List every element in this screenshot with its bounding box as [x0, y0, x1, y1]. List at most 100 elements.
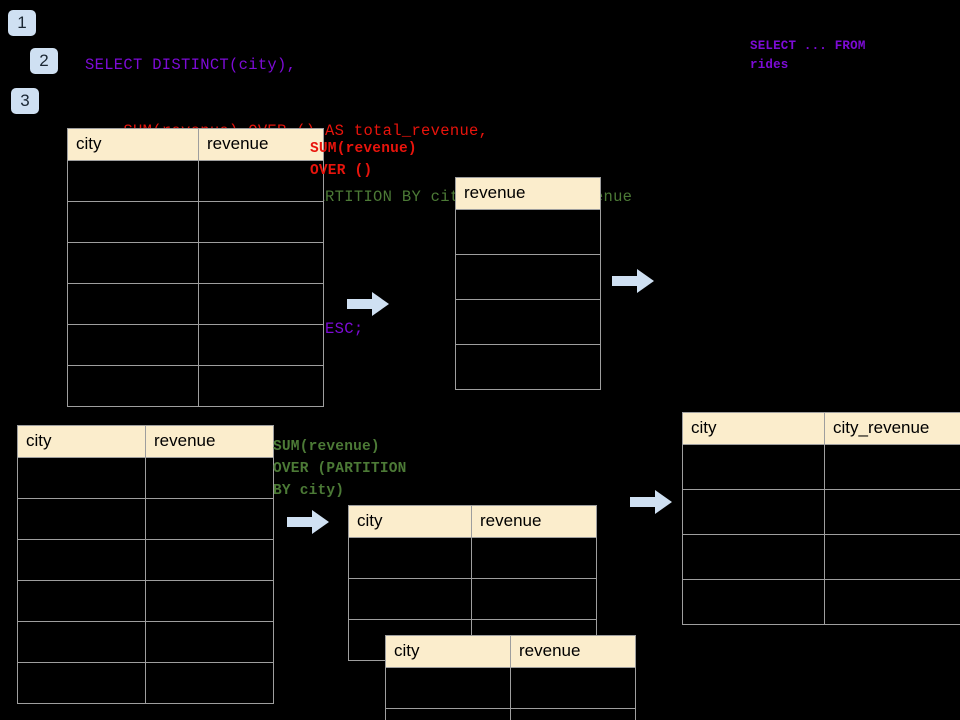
table-header-row: city revenue [348, 505, 597, 538]
partition-group-table-back: city revenue [348, 505, 597, 661]
cell-revenue [145, 662, 274, 704]
table-header-row: city revenue [385, 635, 636, 668]
city-revenue-annotation: SUM(revenue) OVER (PARTITION BY city) [273, 439, 407, 499]
column-header-city: city [67, 128, 199, 161]
table-row [17, 457, 274, 499]
table-row [455, 254, 601, 300]
arrow-city-to-result-icon [628, 488, 674, 518]
table-row [17, 621, 274, 663]
cell-revenue [145, 539, 274, 581]
table-row [67, 324, 324, 366]
cell-revenue [145, 457, 274, 499]
table-row [385, 667, 636, 709]
table-row [67, 283, 324, 325]
step-badge-2[interactable]: 2 [30, 48, 58, 74]
table-row [385, 708, 636, 720]
cell-city [348, 537, 472, 579]
table-row [682, 534, 960, 580]
column-header-city: city [348, 505, 472, 538]
step-badge-3[interactable]: 3 [11, 88, 39, 114]
table-row [348, 578, 597, 620]
cell-revenue [145, 498, 274, 540]
cell-city [67, 201, 199, 243]
column-header-revenue: revenue [471, 505, 597, 538]
table-row [455, 209, 601, 255]
cell-city [67, 283, 199, 325]
source-table-bottom: city revenue [17, 425, 274, 704]
cell-city [17, 580, 146, 622]
cell-revenue [198, 365, 324, 407]
column-header-city: city [682, 412, 825, 445]
cell-revenue [198, 324, 324, 366]
table-row [67, 201, 324, 243]
table-header-row: city city_revenue [682, 412, 960, 445]
cell-revenue [455, 209, 601, 255]
table-row [17, 539, 274, 581]
cell-revenue [198, 242, 324, 284]
table-row [682, 579, 960, 625]
sql-line-select: SELECT DISTINCT(city), [85, 56, 297, 74]
column-header-city: city [385, 635, 511, 668]
table-row [67, 365, 324, 407]
cell-city [682, 489, 825, 535]
table-header-row: revenue [455, 177, 601, 210]
partition-group-table-front: city revenue [385, 635, 636, 720]
cell-city-revenue [824, 444, 960, 490]
cell-revenue [198, 201, 324, 243]
result-table: city city_revenue [682, 412, 960, 625]
cell-city [17, 457, 146, 499]
cell-city [67, 324, 199, 366]
select-from-rides-note: SELECT ... FROM rides [750, 39, 866, 72]
cell-city [682, 444, 825, 490]
table-row [682, 489, 960, 535]
table-row [17, 662, 274, 704]
cell-revenue [455, 344, 601, 390]
cell-city-revenue [824, 579, 960, 625]
cell-revenue [510, 708, 636, 720]
table-row [455, 299, 601, 345]
table-row [67, 160, 324, 202]
cell-revenue [198, 283, 324, 325]
cell-revenue [198, 160, 324, 202]
table-row [17, 498, 274, 540]
cell-revenue [471, 537, 597, 579]
cell-city [17, 662, 146, 704]
column-header-revenue: revenue [455, 177, 601, 210]
column-header-city: city [17, 425, 146, 458]
total-revenue-annotation: SUM(revenue) OVER () [310, 141, 417, 179]
cell-city [17, 539, 146, 581]
column-header-city-revenue: city_revenue [824, 412, 960, 445]
table-row [348, 537, 597, 579]
column-header-revenue: revenue [145, 425, 274, 458]
column-header-revenue: revenue [510, 635, 636, 668]
arrow-total-to-result-icon [610, 267, 656, 297]
cell-city [348, 578, 472, 620]
arrow-source-to-city-icon [285, 508, 331, 538]
cell-revenue [510, 667, 636, 709]
total-revenue-table: revenue [455, 177, 601, 390]
cell-city [17, 621, 146, 663]
cell-revenue [455, 254, 601, 300]
cell-city [67, 160, 199, 202]
table-header-row: city revenue [17, 425, 274, 458]
cell-city [682, 579, 825, 625]
cell-city [385, 667, 511, 709]
cell-revenue [145, 580, 274, 622]
cell-city [17, 498, 146, 540]
cell-revenue [471, 578, 597, 620]
column-header-revenue: revenue [198, 128, 324, 161]
cell-city [67, 242, 199, 284]
cell-city [67, 365, 199, 407]
step-badge-1[interactable]: 1 [8, 10, 36, 36]
cell-revenue [455, 299, 601, 345]
table-row [455, 344, 601, 390]
arrow-source-to-total-icon [345, 290, 391, 320]
cell-city-revenue [824, 534, 960, 580]
cell-city [385, 708, 511, 720]
source-table-top: city revenue [67, 128, 324, 407]
table-row [67, 242, 324, 284]
table-row [682, 444, 960, 490]
cell-revenue [145, 621, 274, 663]
table-row [17, 580, 274, 622]
